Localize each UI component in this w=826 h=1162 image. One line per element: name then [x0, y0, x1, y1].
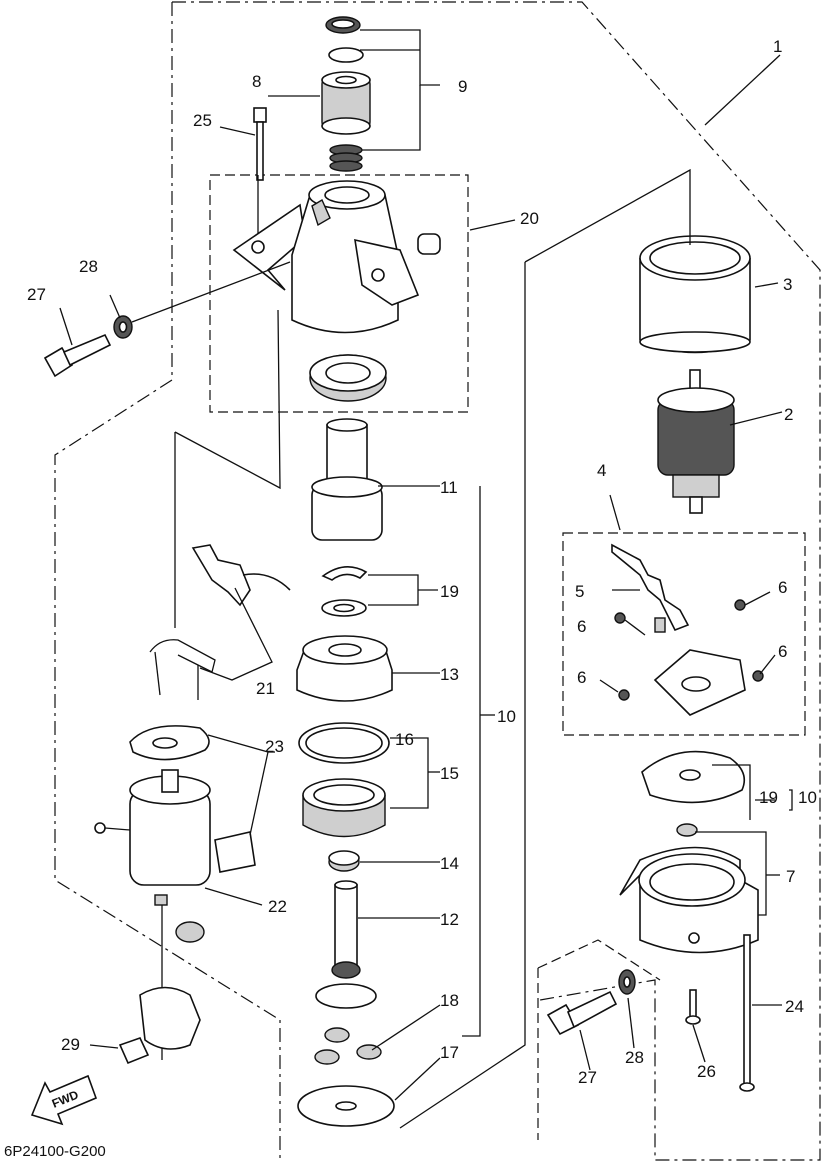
washer-28-top-part — [113, 315, 133, 339]
nut-29-part — [118, 1037, 150, 1065]
callout-10-a: 10 — [497, 707, 516, 726]
callout-5: 5 — [575, 582, 584, 601]
callout-12: 12 — [440, 910, 459, 929]
leader-lines — [59, 29, 783, 1129]
bracket-housing-part — [232, 180, 441, 334]
callout-11: 11 — [440, 478, 458, 497]
bracket-mark — [789, 789, 793, 811]
screw-26-part — [685, 989, 701, 1025]
pinion-shaft-part — [311, 418, 383, 541]
gear-housing-part — [296, 635, 393, 702]
solenoid-22-part — [94, 769, 211, 1060]
callout-17: 17 — [440, 1043, 459, 1062]
washer-28-bottom-part — [618, 969, 636, 995]
callout-29: 29 — [61, 1035, 80, 1054]
pinion-kit-part — [321, 16, 371, 172]
callout-6-a: 6 — [778, 578, 787, 597]
parts — [30, 16, 764, 1127]
callout-23: 23 — [265, 737, 284, 756]
callout-9: 9 — [458, 77, 467, 96]
assembly-outline — [54, 1, 821, 1161]
callout-27-top: 27 — [27, 285, 46, 304]
callout-26: 26 — [697, 1062, 716, 1081]
callout-28-top: 28 — [79, 257, 98, 276]
plate-17-part — [297, 1085, 395, 1127]
callout-7: 7 — [786, 867, 795, 886]
callout-1: 1 — [773, 37, 782, 56]
ring-16-part — [298, 722, 390, 764]
fwd-arrow-icon — [30, 1074, 98, 1126]
callout-10-b: 10 — [798, 788, 817, 807]
lever-21-part — [191, 544, 291, 607]
bushing-14-part — [328, 850, 360, 872]
callout-15: 15 — [440, 764, 459, 783]
clip-washer-center-part — [321, 566, 368, 617]
callout-21: 21 — [256, 679, 275, 698]
spring-hook-part — [149, 639, 216, 700]
callout-14: 14 — [440, 854, 459, 873]
terminal-cover-part — [139, 986, 201, 1050]
callout-25: 25 — [193, 111, 212, 130]
callout-20: 20 — [520, 209, 539, 228]
callout-18: 18 — [440, 991, 459, 1010]
bolt-27-bottom-part — [546, 990, 618, 1036]
planet-shaft-12-part — [315, 880, 377, 1009]
callout-22: 22 — [268, 897, 287, 916]
callout-19-b: 19 — [759, 788, 778, 807]
callout-28-bottom: 28 — [625, 1048, 644, 1067]
callout-3: 3 — [783, 275, 792, 294]
callout-16: 16 — [395, 730, 414, 749]
brush-holder-4-part — [611, 543, 764, 716]
internal-gear-15-part — [302, 778, 386, 838]
bearing-part — [309, 354, 387, 402]
callout-2: 2 — [784, 405, 793, 424]
armature-2-part — [657, 369, 735, 514]
callout-6-b: 6 — [577, 617, 586, 636]
callout-6-c: 6 — [778, 642, 787, 661]
planet-gears-18-part — [314, 1027, 382, 1065]
callout-8: 8 — [252, 72, 261, 91]
callout-4: 4 — [597, 461, 606, 480]
brush-plate-19-part — [641, 750, 746, 837]
bolt-25-part — [253, 107, 267, 245]
drawing-code: 6P24100-G200 — [4, 1143, 106, 1160]
rubber-boot-part — [214, 831, 256, 873]
end-cover-7-part — [619, 846, 759, 954]
callout-19-a: 19 — [440, 582, 459, 601]
callout-13: 13 — [440, 665, 459, 684]
callout-6-d: 6 — [577, 668, 586, 687]
callout-27-bottom: 27 — [578, 1068, 597, 1087]
bolt-27-top-part — [43, 333, 112, 378]
callout-labels: 1 2 3 4 5 6 6 6 6 7 8 9 10 10 11 12 13 1… — [27, 37, 817, 1087]
through-bolt-24-part — [739, 934, 755, 1092]
gasket-23-part — [129, 725, 210, 761]
callout-24: 24 — [785, 997, 804, 1016]
yoke-3-part — [639, 235, 751, 354]
